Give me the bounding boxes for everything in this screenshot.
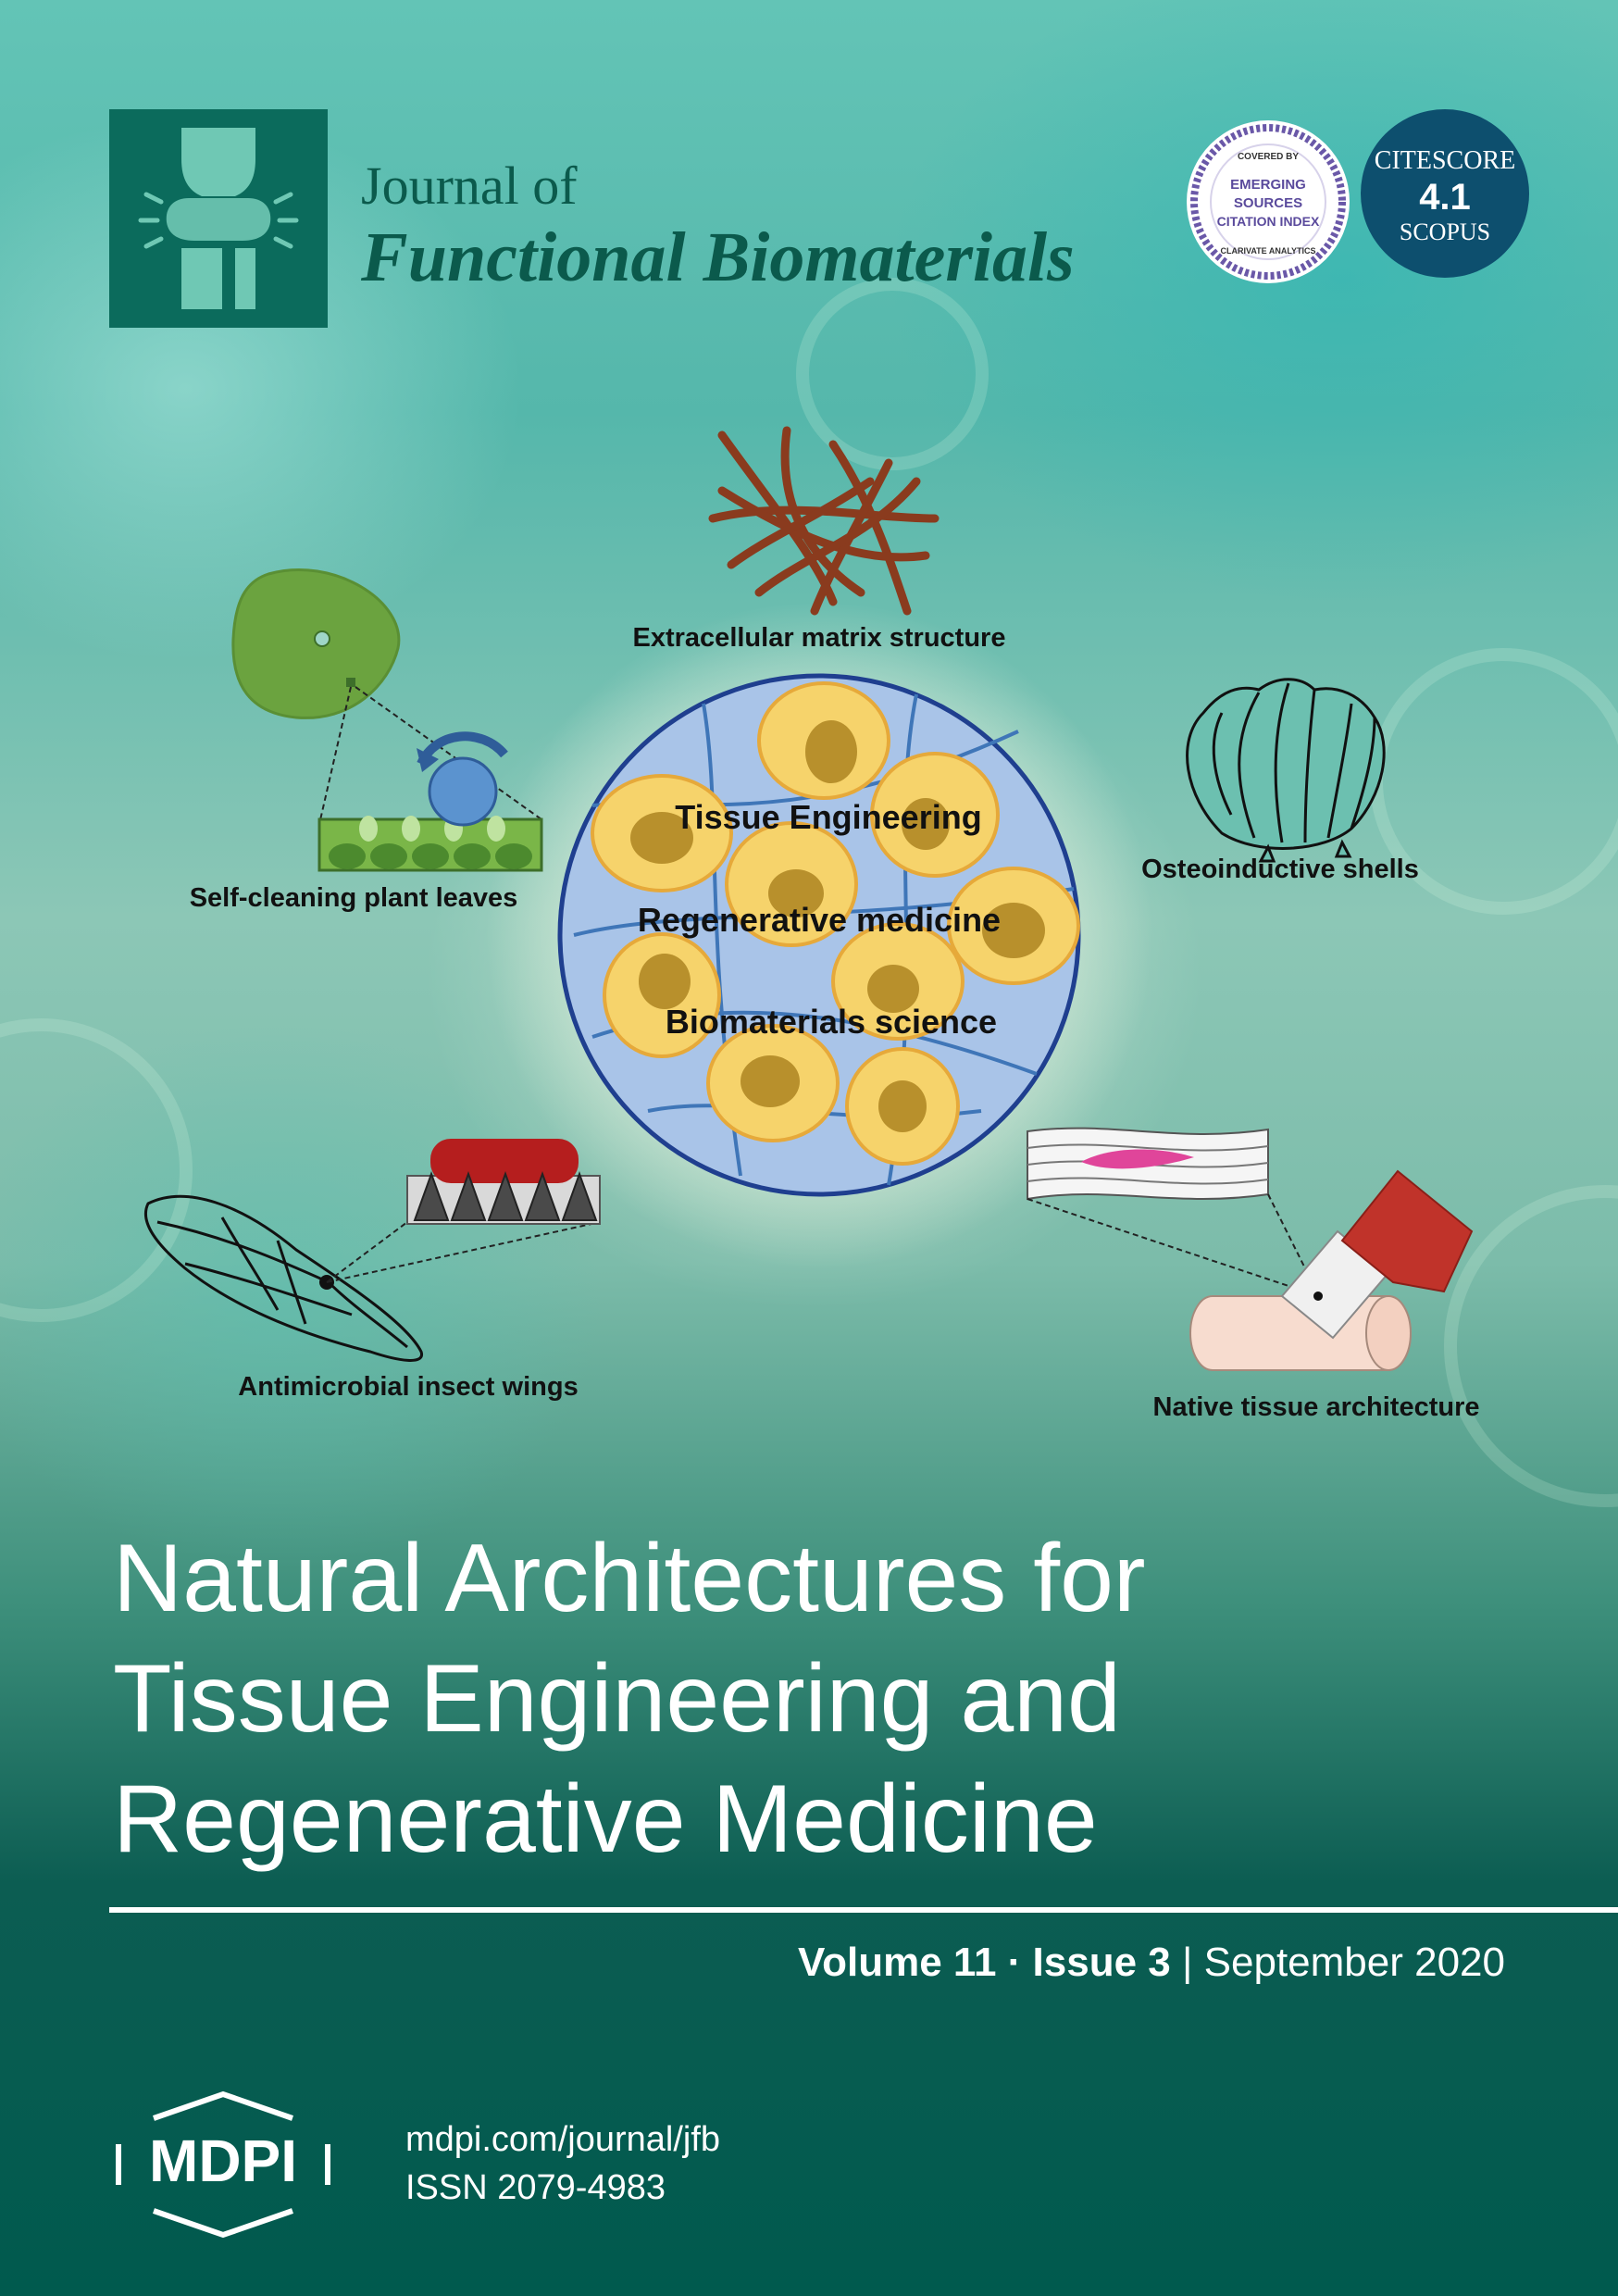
journal-logo: [109, 109, 328, 328]
shell-icon: [1186, 678, 1386, 863]
journal-name-line2: Functional Biomaterials: [361, 218, 1075, 296]
ecm-label: Extracellular matrix structure: [633, 623, 1006, 653]
fiber-network-icon: [708, 426, 940, 616]
cell: [757, 681, 890, 800]
leaf-icon: [231, 568, 543, 872]
citescore-source: SCOPUS: [1399, 218, 1491, 245]
volume-number: Volume 11: [798, 1940, 997, 1985]
esci-covered-by: COVERED BY: [1238, 152, 1299, 162]
knee-joint-icon: [138, 128, 299, 309]
journal-name: Journal of Functional Biomaterials: [361, 156, 1075, 298]
sphere-label-biomaterials-science: Biomaterials science: [666, 1003, 997, 1041]
issue-date: September 2020: [1203, 1940, 1505, 1985]
cells: [591, 681, 1080, 1166]
esci-line-citation-index: CITATION INDEX: [1217, 214, 1320, 229]
mdpi-logo-text: MDPI: [149, 2128, 297, 2194]
citescore-badge: CITESCORE 4.1 SCOPUS: [1361, 109, 1529, 278]
cell: [947, 867, 1080, 985]
cell: [845, 1047, 960, 1166]
esci-clarivate: CLARIVATE ANALYTICS: [1220, 246, 1315, 256]
esci-line-sources: SOURCES: [1234, 195, 1302, 211]
cell: [831, 922, 965, 1041]
leaves-label: Self-cleaning plant leaves: [190, 883, 518, 913]
mdpi-logo: MDPI: [116, 2090, 330, 2239]
citescore-value: 4.1: [1419, 177, 1471, 218]
sphere-label-regenerative-medicine: Regenerative medicine: [638, 901, 1001, 939]
issn: ISSN 2079-4983: [405, 2168, 666, 2207]
cover-illustration: Extracellular matrix structure Tissue En…: [143, 426, 1480, 1422]
shells-label: Osteoinductive shells: [1141, 855, 1419, 884]
cover-title: Natural Architectures for Tissue Enginee…: [113, 1518, 1557, 1879]
tissue-label: Native tissue architecture: [1153, 1392, 1480, 1422]
sphere-label-tissue-engineering: Tissue Engineering: [675, 798, 981, 836]
cell: [706, 1024, 840, 1142]
journal-url[interactable]: mdpi.com/journal/jfb: [405, 2120, 721, 2159]
tissue-icon: [1027, 1127, 1474, 1371]
cell: [591, 774, 733, 892]
cover-title-line1: Natural Architectures for: [113, 1525, 1146, 1632]
journal-name-line1: Journal of: [361, 156, 578, 216]
cell: [870, 752, 1000, 878]
cover-title-line2: Tissue Engineering and: [113, 1645, 1121, 1753]
title-divider: [109, 1907, 1618, 1913]
cover-title-line3: Regenerative Medicine: [113, 1766, 1098, 1873]
esci-line-emerging: EMERGING: [1230, 177, 1306, 193]
cell: [603, 932, 721, 1058]
publisher-info: mdpi.com/journal/jfb ISSN 2079-4983: [405, 2115, 720, 2212]
issue-number: Issue 3: [1032, 1940, 1171, 1985]
date-divider: |: [1170, 1940, 1204, 1985]
citescore-label: CITESCORE: [1374, 146, 1516, 175]
nanopillar-icon: [326, 1139, 601, 1283]
esci-badge: COVERED BY EMERGING SOURCES CITATION IND…: [1187, 120, 1350, 283]
issue-separator: ·: [996, 1940, 1033, 1985]
cell: [725, 821, 858, 947]
insect-wing-icon: [143, 1194, 423, 1362]
issue-info: Volume 11 · Issue 3 | September 2020: [798, 1940, 1505, 1986]
wings-label: Antimicrobial insect wings: [238, 1372, 578, 1402]
